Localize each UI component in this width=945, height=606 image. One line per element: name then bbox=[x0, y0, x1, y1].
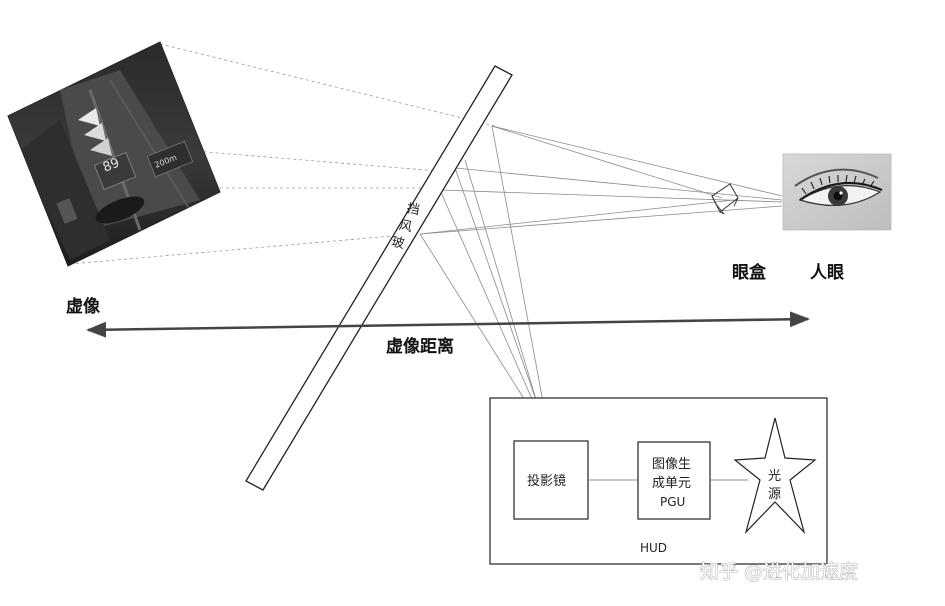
light-source-star bbox=[733, 417, 817, 535]
hud-unit: HUD 投影镜 图像生 成单元 PGU 光 源 bbox=[489, 397, 828, 565]
virtual-image-label: 虚像 bbox=[66, 297, 101, 317]
pgu-label-line1: 图像生 bbox=[652, 457, 691, 472]
projector-label: 投影镜 bbox=[527, 473, 566, 489]
light-source-label-1: 光 bbox=[768, 469, 781, 484]
pgu-box bbox=[637, 441, 711, 520]
windshield: 挡 风 玻 bbox=[245, 65, 513, 491]
virtual-image-rays bbox=[40, 43, 496, 265]
eye-box-label: 眼盒 bbox=[732, 262, 767, 283]
light-source-label-2: 源 bbox=[768, 487, 781, 502]
watermark-text: 知乎 @进化加速度 bbox=[700, 561, 858, 583]
virtual-image-distance-label: 虚像距离 bbox=[386, 336, 454, 357]
eye-rays bbox=[419, 125, 783, 235]
pgu-label-line2: 成单元 bbox=[652, 476, 691, 491]
windshield-label-3: 玻 bbox=[390, 235, 406, 252]
human-eye-label: 人眼 bbox=[810, 263, 844, 283]
virtual-image-photo: 89 200m bbox=[7, 41, 221, 267]
windshield-label-1: 挡 bbox=[405, 201, 421, 218]
projector-box bbox=[513, 440, 589, 520]
eye-box-shape bbox=[711, 183, 739, 215]
windshield-label-2: 风 bbox=[398, 218, 414, 235]
pgu-label-line3: PGU bbox=[660, 495, 685, 509]
virtual-image-distance-arrow bbox=[86, 311, 810, 338]
hud-label: HUD bbox=[640, 541, 667, 555]
speed-readout: 89 bbox=[101, 156, 122, 176]
human-eye-photo bbox=[782, 153, 892, 231]
